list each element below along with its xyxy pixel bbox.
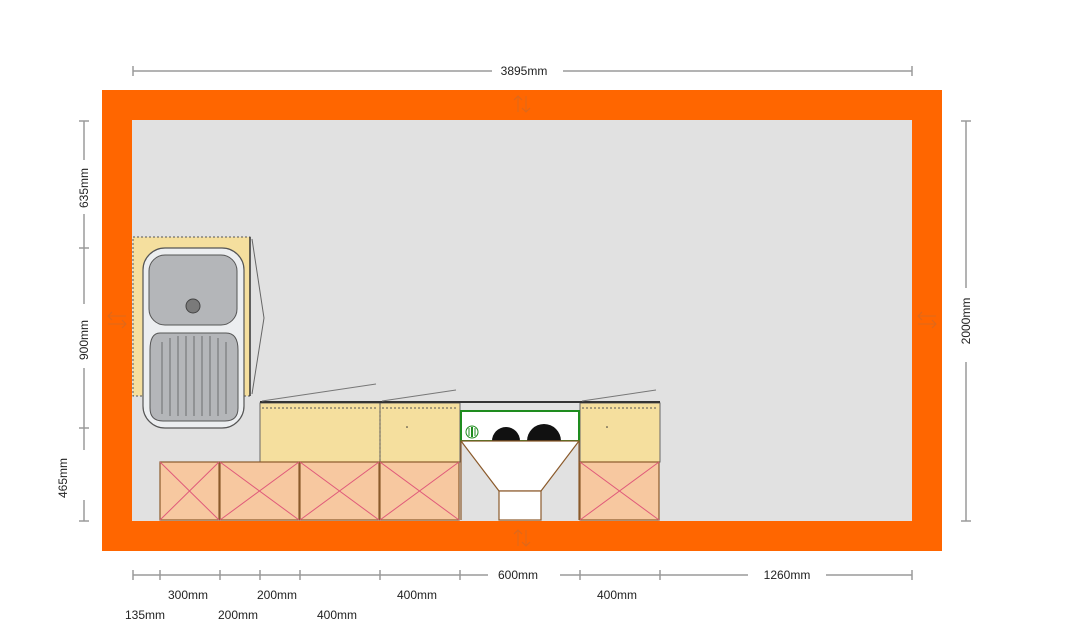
wall-cabinet-1 (259, 402, 381, 463)
dim-bottom-200a: 200mm (257, 588, 297, 602)
base-cabinet-2 (219, 461, 300, 521)
dim-bottom-400c: 400mm (317, 608, 357, 622)
hob (460, 410, 580, 442)
base-cabinet-5 (579, 461, 660, 521)
extractor-hood (459, 440, 581, 521)
wall-direction-markers (107, 95, 937, 547)
dim-left-bottom: 465mm (56, 458, 70, 498)
dim-right-height: 2000mm (959, 298, 973, 345)
wall-cabinet-3 (579, 402, 661, 463)
base-cabinet-4 (379, 461, 460, 521)
dim-left-top: 635mm (77, 168, 91, 208)
sink (142, 247, 245, 429)
dim-bottom-200b: 200mm (218, 608, 258, 622)
dim-bottom-600: 600mm (498, 568, 538, 582)
dim-bottom-135: 135mm (125, 608, 165, 622)
dim-bottom-400b: 400mm (597, 588, 637, 602)
sink-drain (185, 298, 201, 314)
sink-wall-unit-outline (251, 238, 265, 395)
base-cabinet-1 (159, 461, 220, 521)
wall-cabinets (259, 383, 661, 463)
dim-bottom-1260: 1260mm (764, 568, 811, 582)
base-cabinets (159, 461, 660, 521)
dim-top-total: 3895mm (501, 64, 548, 78)
wall-cabinet-2 (379, 402, 461, 463)
dim-left-middle: 900mm (77, 320, 91, 360)
dim-bottom-400a: 400mm (397, 588, 437, 602)
dimension-lines (79, 66, 971, 580)
base-cabinet-3 (299, 461, 380, 521)
sink-drainer-grooves (161, 336, 227, 416)
dim-bottom-300: 300mm (168, 588, 208, 602)
